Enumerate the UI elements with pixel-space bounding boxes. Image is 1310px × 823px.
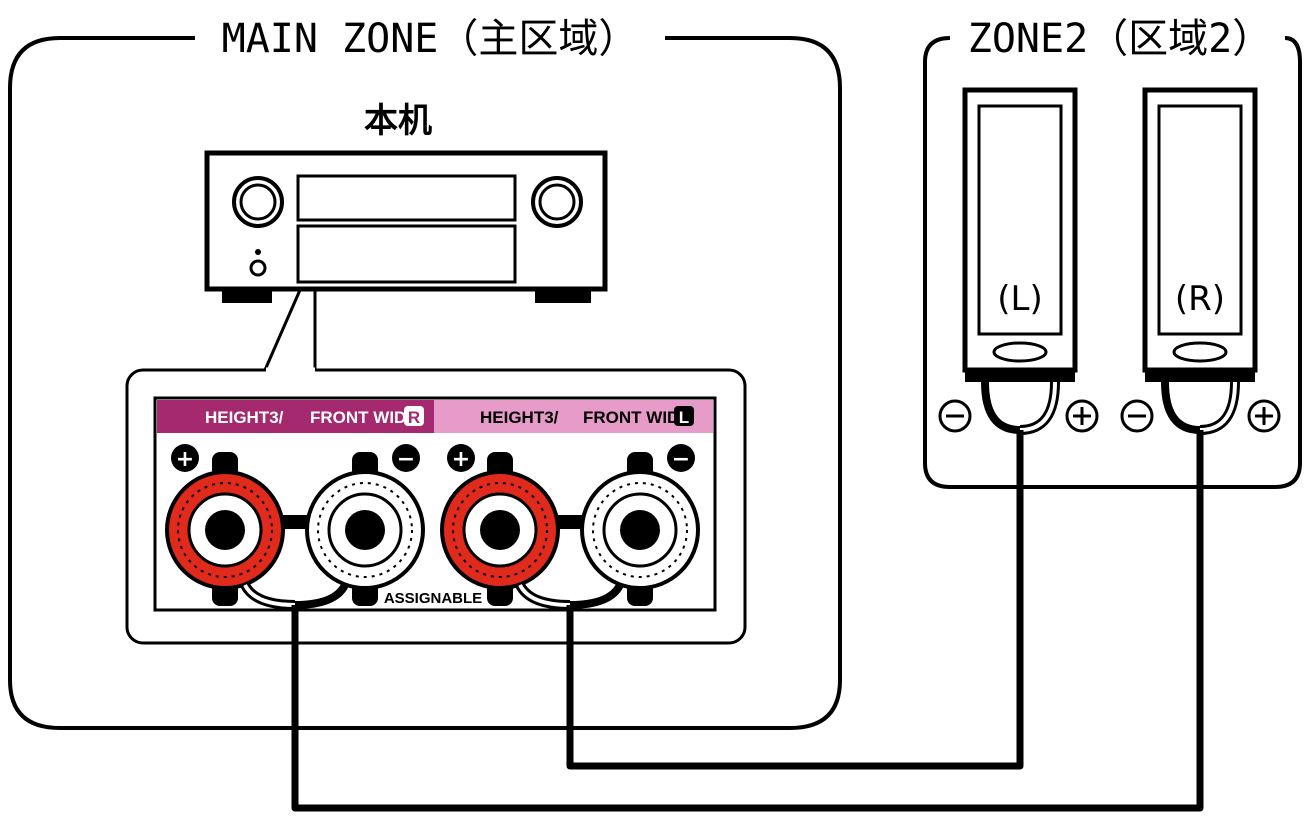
volume-knob-left [232, 176, 284, 228]
front-wide-l-plus-terminal [440, 470, 560, 590]
svg-text:+: + [176, 447, 194, 472]
main-zone-box: MAIN ZONE（主区域） [8, 16, 842, 730]
minus-icon: − [392, 444, 420, 472]
right-group-badge: R [408, 408, 420, 427]
zone2-title: ZONE2（区域2） [968, 16, 1273, 62]
right-group-label-a: HEIGHT3/ [205, 408, 284, 427]
speaker-left-cable-loop [981, 381, 1060, 435]
terminal-r-cable-loop [240, 582, 349, 610]
front-wide-r-plus-terminal [165, 470, 285, 590]
assignable-label: ASSIGNABLE [384, 590, 482, 607]
speaker-right-label: (R) [1175, 279, 1225, 319]
left-group-label-a: HEIGHT3/ [480, 408, 559, 427]
display-window [296, 174, 517, 222]
receiver-unit: 本机 [204, 101, 608, 303]
left-group-badge: L [679, 408, 689, 427]
front-wide-r-minus-terminal [305, 470, 425, 590]
power-indicator-icon [249, 249, 267, 277]
speaker-right: (R) [1142, 87, 1258, 382]
speaker-left: (L) [962, 87, 1078, 382]
svg-text:−: − [672, 447, 690, 472]
right-group-label-b: FRONT WIDE [310, 408, 418, 427]
front-wide-l-band [434, 400, 713, 433]
front-wide-l-minus-terminal [580, 470, 700, 590]
svg-text:+: + [452, 447, 470, 472]
zone2-box: ZONE2（区域2） [923, 16, 1302, 489]
terminal-callout: HEIGHT3/ FRONT WIDE R HEIGHT3/ FRONT WID… [125, 367, 747, 645]
left-group-label-b: FRONT WIDE [583, 408, 691, 427]
callout-pointer [263, 289, 317, 371]
cable-front-wide-r-to-speaker-r [291, 430, 1204, 812]
plus-icon: + [171, 444, 199, 472]
plus-icon: + [447, 444, 475, 472]
cable-front-wide-l-to-speaker-l [566, 430, 1024, 770]
minus-icon: − [667, 444, 695, 472]
speaker-cables [291, 430, 1204, 812]
svg-text:−: − [397, 447, 415, 472]
receiver-label: 本机 [364, 101, 432, 141]
speaker-right-cable-loop [1161, 381, 1240, 435]
front-wide-r-band [157, 400, 434, 433]
front-panel-door [296, 224, 517, 284]
right-badge-bg [404, 406, 424, 426]
speaker-left-label: (L) [997, 279, 1042, 319]
volume-knob-right [531, 176, 583, 228]
left-badge-bg [674, 406, 694, 426]
terminal-l-cable-loop [515, 582, 624, 610]
main-zone-title: MAIN ZONE（主区域） [222, 16, 639, 62]
